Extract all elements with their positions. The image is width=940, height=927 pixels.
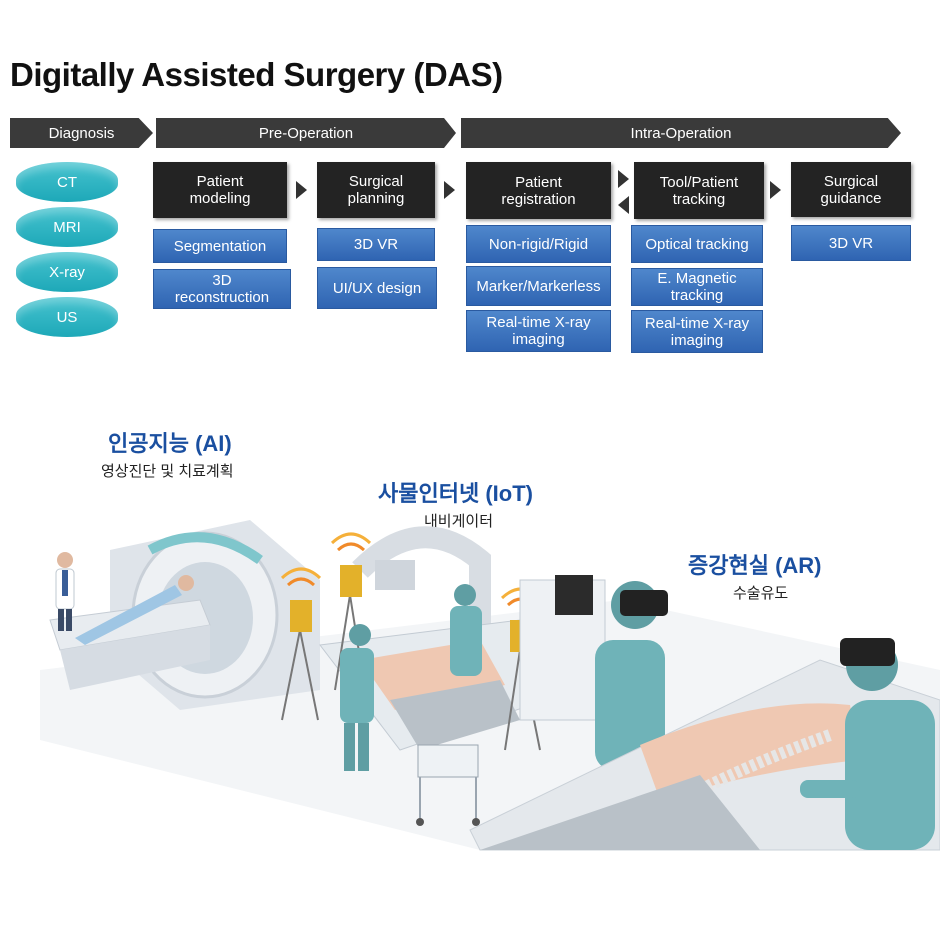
item-3d-reconstruction-label: 3D reconstruction bbox=[174, 272, 270, 306]
arrow-left-icon bbox=[618, 196, 629, 214]
surgeon-icon bbox=[340, 624, 374, 771]
surgical-guidance-title: Surgical guidance bbox=[820, 172, 882, 207]
item-e-magnetic-tracking-label: E. Magnetic tracking bbox=[657, 270, 737, 304]
page-title: Digitally Assisted Surgery (DAS) bbox=[10, 56, 503, 93]
ai-heading: 인공지능 (AI) bbox=[108, 431, 232, 456]
arrow-right-icon bbox=[296, 181, 307, 199]
phase-pre-operation: Pre-Operation bbox=[156, 118, 456, 148]
c-arm-icon bbox=[352, 526, 491, 630]
tool-patient-tracking-title: Tool/Patient tracking bbox=[659, 173, 739, 208]
phase-intra-operation: Intra-Operation bbox=[461, 118, 901, 148]
item-non-rigid-rigid: Non-rigid/Rigid bbox=[466, 225, 611, 263]
patient-registration-box: Patient registration bbox=[466, 162, 611, 219]
operating-room-illustration bbox=[40, 520, 940, 851]
doctor-icon bbox=[55, 552, 75, 631]
scanner-bed-base bbox=[60, 625, 210, 690]
item-optical-tracking: Optical tracking bbox=[631, 225, 763, 263]
ai-subtitle: 영상진단 및 치료계획 bbox=[101, 463, 234, 480]
surgical-drape bbox=[390, 680, 520, 750]
diagnosis-us: US bbox=[16, 297, 118, 337]
diagnosis-xray: X-ray bbox=[16, 252, 118, 292]
patient-modeling-box: Patient modeling bbox=[153, 162, 287, 218]
patient-modeling-title: Patient modeling bbox=[189, 173, 251, 207]
patient-on-scanner-icon bbox=[75, 575, 194, 645]
surgical-planning-title: Surgical planning bbox=[347, 173, 405, 207]
arrow-right-icon bbox=[770, 181, 781, 199]
iot-heading: 사물인터넷 (IoT) bbox=[378, 481, 533, 506]
monitor-icon bbox=[555, 575, 593, 615]
tracking-camera-icon bbox=[330, 532, 372, 691]
item-3d-vr-planning: 3D VR bbox=[317, 228, 435, 261]
arrow-right-icon bbox=[444, 181, 455, 199]
item-realtime-xray-registration: Real-time X-ray imaging bbox=[466, 310, 611, 352]
spine-model-icon bbox=[697, 729, 833, 796]
item-3d-vr-guidance: 3D VR bbox=[791, 225, 911, 261]
instrument-cart-icon bbox=[416, 744, 480, 826]
item-ui-ux-design: UI/UX design bbox=[317, 267, 437, 309]
arrow-right-icon bbox=[618, 170, 629, 188]
item-3d-reconstruction: 3D reconstruction bbox=[153, 269, 291, 309]
surgeon-icon bbox=[450, 584, 482, 676]
foreground-drape bbox=[480, 775, 760, 850]
tool-patient-tracking-box: Tool/Patient tracking bbox=[634, 162, 764, 219]
diagnosis-mri: MRI bbox=[16, 207, 118, 247]
tracking-camera-icon bbox=[280, 567, 322, 721]
surgeon-vr-headset-icon bbox=[595, 581, 668, 770]
item-segmentation: Segmentation bbox=[153, 229, 287, 263]
iot-subtitle: 내비게이터 bbox=[424, 513, 494, 530]
surgical-guidance-box: Surgical guidance bbox=[791, 162, 911, 217]
ar-heading: 증강현실 (AR) bbox=[688, 553, 822, 578]
item-realtime-xray-tracking: Real-time X-ray imaging bbox=[631, 310, 763, 353]
surgeon-ar-headset-icon bbox=[800, 638, 935, 850]
ar-subtitle: 수술유도 bbox=[733, 585, 789, 602]
item-marker-markerless-label: Marker/Markerless bbox=[476, 277, 601, 295]
item-e-magnetic-tracking: E. Magnetic tracking bbox=[631, 268, 763, 306]
phase-diagnosis: Diagnosis bbox=[10, 118, 153, 148]
item-realtime-xray-registration-label: Real-time X-ray imaging bbox=[486, 314, 591, 348]
item-realtime-xray-tracking-label: Real-time X-ray imaging bbox=[644, 314, 750, 349]
item-marker-markerless: Marker/Markerless bbox=[466, 266, 611, 306]
patient-registration-title: Patient registration bbox=[501, 173, 576, 208]
diagnosis-ct: CT bbox=[16, 162, 118, 202]
foreground-patient-icon bbox=[640, 703, 860, 800]
surgical-planning-box: Surgical planning bbox=[317, 162, 435, 218]
